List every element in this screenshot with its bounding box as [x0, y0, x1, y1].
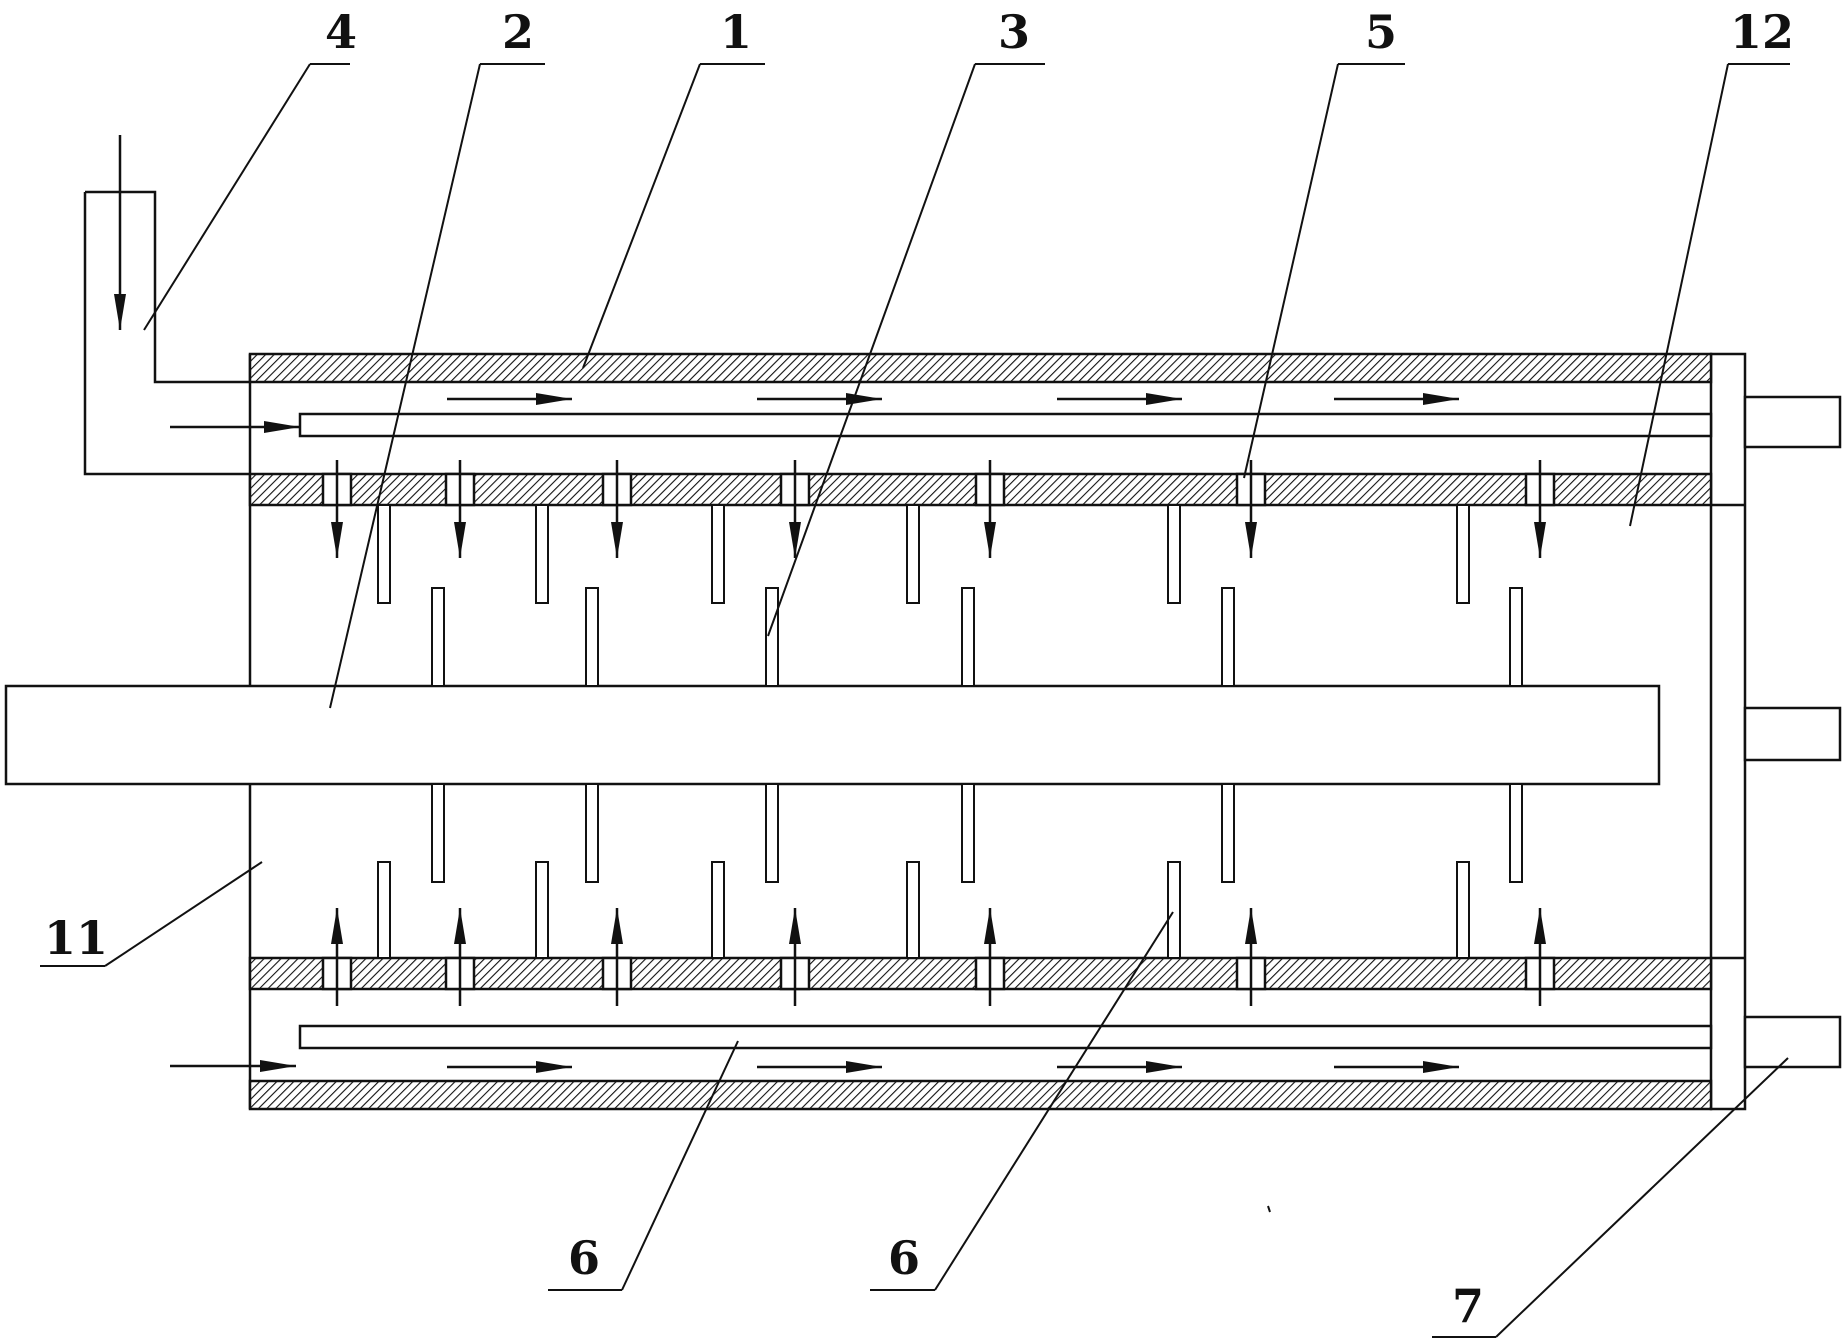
label-6-left: 6: [568, 1231, 600, 1285]
leader-1: [582, 63, 701, 369]
leader-6a: [621, 1040, 739, 1291]
leader-4: [143, 63, 311, 331]
inlet-pipe: [83, 190, 250, 476]
flow-arrowhead: [1534, 908, 1546, 944]
stator-fin: [377, 504, 391, 604]
stator-fin: [711, 861, 725, 959]
flow-arrowhead: [454, 908, 466, 944]
fins: [377, 504, 1523, 959]
output-stub-middle: [1743, 706, 1842, 762]
leader-3: [767, 63, 976, 637]
rotor-fin: [585, 783, 599, 883]
stator-fin: [906, 504, 920, 604]
flow-arrowhead: [984, 908, 996, 944]
flow-arrowhead: [789, 908, 801, 944]
label-2: 2: [502, 5, 534, 59]
rotor-fin: [431, 587, 445, 687]
air-pipe-bottom: [298, 1024, 1713, 1050]
rotor-fin: [961, 783, 975, 883]
outer-wall-bottom: [248, 1079, 1713, 1111]
rotor-fin: [765, 783, 779, 883]
stator-fin: [1456, 504, 1470, 604]
flow-arrowhead: [1146, 393, 1182, 405]
flow-arrowhead: [536, 1061, 572, 1073]
flow-arrowhead: [789, 522, 801, 558]
flow-arrowhead: [1245, 522, 1257, 558]
flow-arrowhead: [454, 522, 466, 558]
label-7: 7: [1452, 1279, 1484, 1333]
flow-arrowhead: [1423, 1061, 1459, 1073]
label-11: 11: [44, 911, 108, 965]
leader-11: [104, 861, 263, 967]
stator-fin: [377, 861, 391, 959]
label-12: 12: [1730, 5, 1794, 59]
rotor-fin: [1509, 783, 1523, 883]
label-4: 4: [325, 5, 357, 59]
leader-lines: [40, 63, 1790, 1338]
label-3: 3: [998, 5, 1030, 59]
flow-arrowhead: [260, 1060, 296, 1072]
air-pipe-top: [298, 412, 1713, 438]
stator-fin: [906, 861, 920, 959]
shaft: [4, 684, 1661, 786]
flow-arrowhead: [114, 294, 126, 330]
label-1: 1: [720, 5, 752, 59]
flow-arrowhead: [1146, 1061, 1182, 1073]
flow-arrowhead: [984, 522, 996, 558]
flow-arrowhead: [1423, 393, 1459, 405]
rotor-fin: [1221, 783, 1235, 883]
leader-5: [1243, 63, 1339, 479]
flow-arrowhead: [846, 1061, 882, 1073]
output-stub-bottom: [1743, 1015, 1842, 1069]
rotor-fin: [1509, 587, 1523, 687]
flow-arrowhead: [1534, 522, 1546, 558]
stator-fin: [1167, 504, 1181, 604]
leader-6b: [934, 911, 1174, 1291]
stator-fin: [711, 504, 725, 604]
leader-12: [1629, 63, 1729, 527]
stator-fin: [535, 861, 549, 959]
speck: [1267, 1205, 1271, 1213]
stator-fin: [1167, 861, 1181, 959]
stator-fin: [1456, 861, 1470, 959]
rotor-fin: [585, 587, 599, 687]
flow-arrowhead: [264, 421, 300, 433]
leader-2: [329, 63, 481, 709]
label-6-right: 6: [888, 1231, 920, 1285]
flow-arrowhead: [611, 522, 623, 558]
rotor-fin: [765, 587, 779, 687]
flow-arrowhead: [331, 522, 343, 558]
outer-wall-top: [248, 352, 1713, 384]
rotor-fin: [1221, 587, 1235, 687]
end-plate: [1709, 352, 1747, 1111]
label-5: 5: [1365, 5, 1397, 59]
leader-7: [1495, 1057, 1789, 1338]
rotor-fin: [961, 587, 975, 687]
output-stub-top: [1743, 395, 1842, 449]
flow-arrowhead: [1245, 908, 1257, 944]
rotor-fin: [431, 783, 445, 883]
flow-arrowhead: [536, 393, 572, 405]
flow-arrowhead: [331, 908, 343, 944]
stator-fin: [535, 504, 549, 604]
flow-arrows: [114, 135, 1546, 1073]
flow-arrowhead: [611, 908, 623, 944]
